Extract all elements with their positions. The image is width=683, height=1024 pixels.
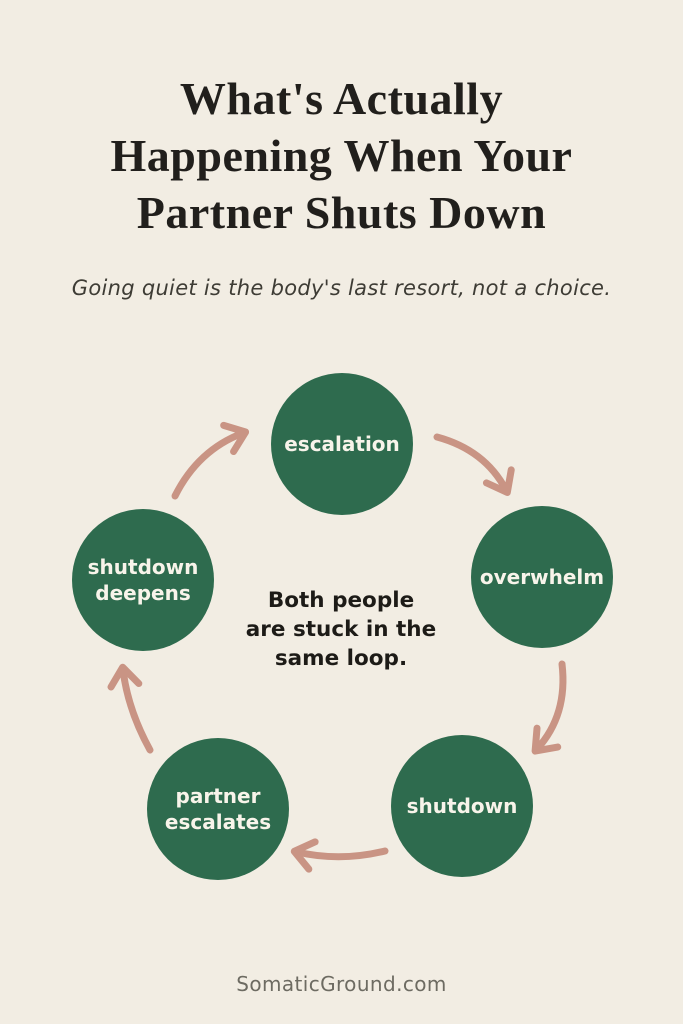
node-shutdown-deepens: shutdown deepens — [72, 509, 214, 651]
node-shutdown: shutdown — [391, 735, 533, 877]
website-url: SomaticGround.com — [236, 972, 447, 996]
subtitle: Going quiet is the body's last resort, n… — [71, 276, 612, 300]
node-shutdown-label: shutdown — [406, 794, 518, 818]
arrow-deepens-to-escalation — [171, 421, 250, 500]
arrow-escalation-to-overwhelm — [433, 433, 515, 496]
node-overwhelm-label: overwhelm — [479, 565, 605, 589]
arrow-partner-to-deepens — [107, 663, 154, 754]
node-escalation-label: escalation — [284, 432, 400, 456]
center-caption: Both people are stuck in the same loop. — [245, 588, 437, 672]
node-shutdown-deepens-label: shutdown deepens — [87, 555, 199, 605]
node-overwhelm: overwhelm — [471, 506, 613, 648]
node-partner-escalates-label: partner escalates — [164, 784, 272, 834]
arrow-shutdown-to-partner — [290, 838, 389, 873]
page-title: What's Actually Happening When Your Part… — [110, 73, 573, 238]
node-partner-escalates: partner escalates — [147, 738, 289, 880]
node-escalation: escalation — [271, 373, 413, 515]
arrow-overwhelm-to-shutdown — [531, 660, 567, 755]
